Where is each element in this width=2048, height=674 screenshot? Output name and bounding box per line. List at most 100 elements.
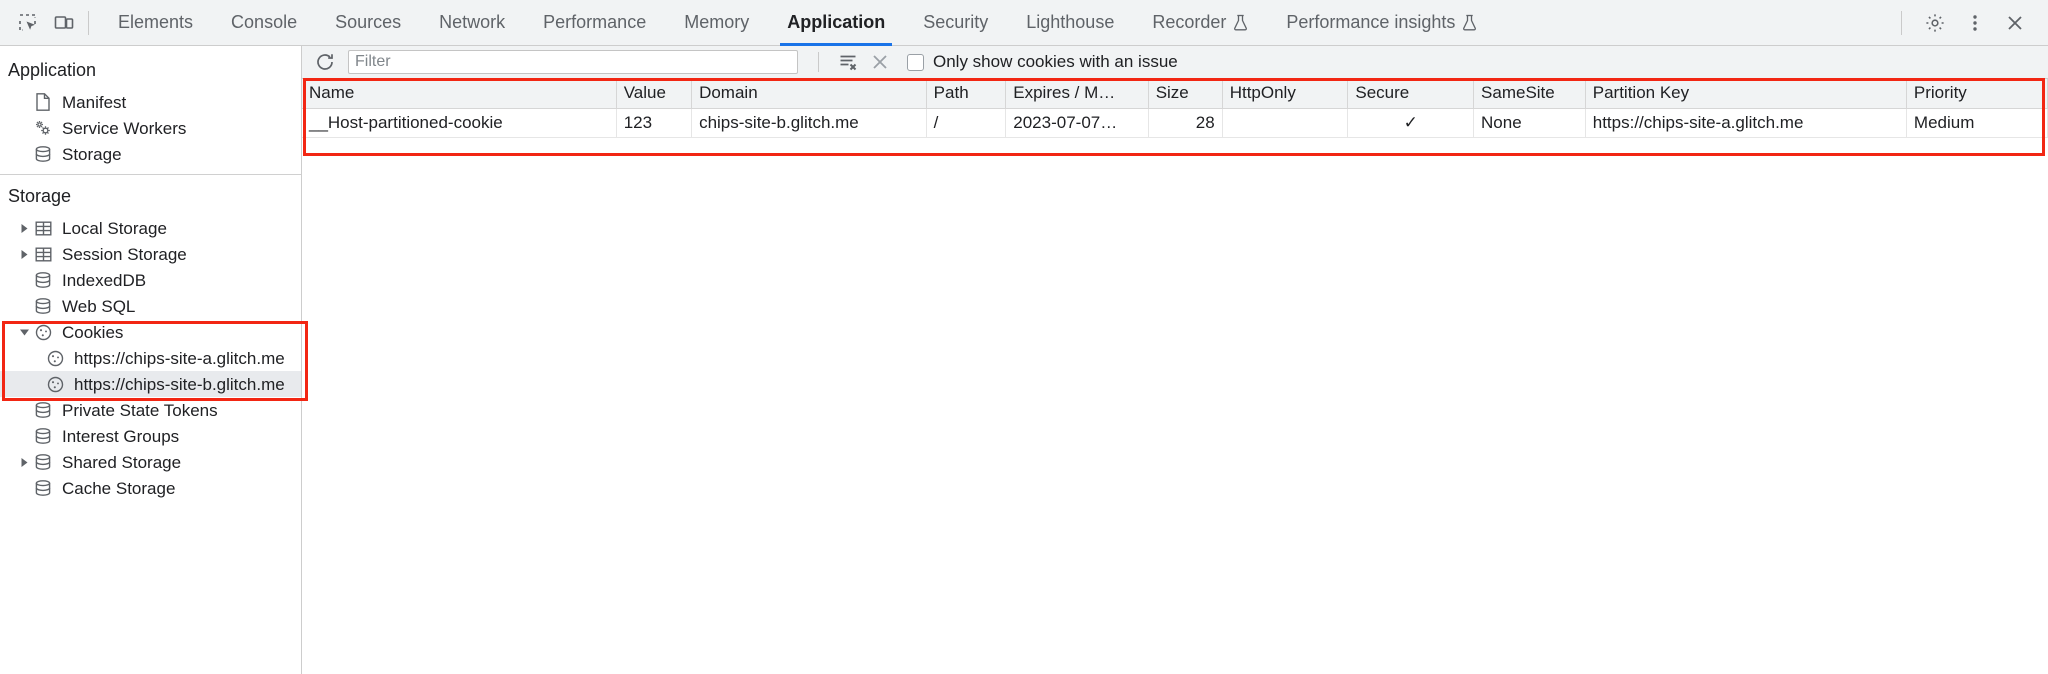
- sidebar-item-cookies-site-b[interactable]: https://chips-site-b.glitch.me: [0, 371, 301, 397]
- filler-cell: [1906, 137, 2048, 138]
- filler-cell: [1473, 137, 1586, 138]
- tab-performance[interactable]: Performance: [524, 0, 665, 46]
- table-empty-rows: [302, 137, 2048, 138]
- chevron-right-icon[interactable]: [16, 246, 32, 262]
- toolbar-right-actions: [1889, 6, 2040, 40]
- cell-name[interactable]: __Host-partitioned-cookie: [302, 108, 617, 138]
- tab-label: Console: [231, 12, 298, 32]
- sidebar-item-private-state-tokens[interactable]: Private State Tokens: [0, 397, 301, 423]
- column-header-priority[interactable]: Priority: [1906, 79, 2048, 109]
- chevron-right-icon[interactable]: [16, 454, 32, 470]
- column-header-expires[interactable]: Expires / M…: [1005, 79, 1149, 109]
- cookies-filter-toolbar: Filter Only show cookies with an: [302, 46, 2048, 79]
- sidebar-item-label: Private State Tokens: [62, 400, 218, 420]
- experiment-flask-icon: [1233, 14, 1248, 31]
- sidebar-item-indexeddb[interactable]: IndexedDB: [0, 267, 301, 293]
- sidebar-item-storage[interactable]: Storage: [0, 141, 301, 167]
- tab-performance-insights[interactable]: Performance insights: [1267, 0, 1496, 46]
- column-header-name[interactable]: Name: [302, 79, 617, 109]
- cookies-table-container[interactable]: Name Value Domain Path Expires / M… Size…: [302, 79, 2048, 674]
- sidebar-item-label: Local Storage: [62, 218, 167, 238]
- filler-cell: [1222, 137, 1349, 138]
- database-icon: [32, 400, 54, 420]
- sidebar-item-label: Cookies: [62, 322, 124, 342]
- database-icon: [32, 270, 54, 290]
- tab-network[interactable]: Network: [420, 0, 524, 46]
- tab-memory[interactable]: Memory: [665, 0, 768, 46]
- tab-label: Security: [923, 12, 989, 32]
- filter-input[interactable]: Filter: [348, 50, 798, 74]
- sidebar-item-shared-storage[interactable]: Shared Storage: [0, 449, 301, 475]
- sidebar-item-cookies-site-a[interactable]: https://chips-site-a.glitch.me: [0, 345, 301, 371]
- tab-label: Lighthouse: [1026, 12, 1115, 32]
- cell-value[interactable]: 123: [616, 108, 693, 138]
- cell-size[interactable]: 28: [1148, 108, 1223, 138]
- database-icon: [32, 144, 54, 164]
- sidebar-item-label: https://chips-site-b.glitch.me: [74, 374, 285, 394]
- cell-httponly[interactable]: [1222, 108, 1349, 138]
- sidebar-item-manifest[interactable]: Manifest: [0, 89, 301, 115]
- cell-partition-key[interactable]: https://chips-site-a.glitch.me: [1585, 108, 1907, 138]
- checkbox-box[interactable]: [907, 53, 924, 71]
- device-toolbar-icon[interactable]: [46, 6, 82, 40]
- column-header-partition-key[interactable]: Partition Key: [1585, 79, 1907, 109]
- filler-cell: [616, 137, 693, 138]
- cell-domain[interactable]: chips-site-b.glitch.me: [691, 108, 927, 138]
- only-issues-checkbox[interactable]: Only show cookies with an issue: [907, 52, 1178, 72]
- sidebar-item-session-storage[interactable]: Session Storage: [0, 241, 301, 267]
- sidebar-item-interest-groups[interactable]: Interest Groups: [0, 423, 301, 449]
- cell-secure[interactable]: ✓: [1347, 108, 1475, 138]
- gear-icon[interactable]: [1916, 6, 1954, 40]
- application-sidebar: Application Manifest: [0, 46, 302, 674]
- sidebar-item-cache-storage[interactable]: Cache Storage: [0, 475, 301, 501]
- tab-recorder[interactable]: Recorder: [1133, 0, 1267, 46]
- table-row[interactable]: __Host-partitioned-cookie 123 chips-site…: [302, 108, 2048, 138]
- cell-expires[interactable]: 2023-07-07…: [1005, 108, 1149, 138]
- filler-cell: [1347, 137, 1475, 138]
- clear-filter-icon[interactable]: [835, 49, 861, 75]
- sidebar-item-label: IndexedDB: [62, 270, 147, 290]
- column-header-value[interactable]: Value: [616, 79, 693, 109]
- sidebar-item-label: Session Storage: [62, 244, 187, 264]
- chevron-right-icon[interactable]: [16, 220, 32, 236]
- sidebar-section-application-title: Application: [8, 60, 97, 80]
- cookie-icon: [44, 348, 66, 368]
- tab-elements[interactable]: Elements: [99, 0, 212, 46]
- cell-samesite[interactable]: None: [1473, 108, 1586, 138]
- cell-priority[interactable]: Medium: [1906, 108, 2048, 138]
- tab-lighthouse[interactable]: Lighthouse: [1007, 0, 1133, 46]
- tab-sources[interactable]: Sources: [316, 0, 420, 46]
- sidebar-item-cookies[interactable]: Cookies: [0, 319, 301, 345]
- tab-console[interactable]: Console: [212, 0, 316, 46]
- tab-label: Recorder: [1152, 12, 1227, 32]
- column-header-path[interactable]: Path: [926, 79, 1007, 109]
- sidebar-item-web-sql[interactable]: Web SQL: [0, 293, 301, 319]
- sidebar-item-label: Manifest: [62, 92, 127, 112]
- column-header-httponly[interactable]: HttpOnly: [1222, 79, 1349, 109]
- tab-application[interactable]: Application: [768, 0, 904, 46]
- column-header-samesite[interactable]: SameSite: [1473, 79, 1586, 109]
- tab-label: Sources: [335, 12, 402, 32]
- close-icon[interactable]: [1996, 6, 2034, 40]
- sidebar-item-local-storage[interactable]: Local Storage: [0, 215, 301, 241]
- column-header-domain[interactable]: Domain: [691, 79, 927, 109]
- sidebar-divider: [0, 174, 301, 175]
- column-header-size[interactable]: Size: [1148, 79, 1223, 109]
- column-header-secure[interactable]: Secure: [1347, 79, 1475, 109]
- more-vertical-icon[interactable]: [1956, 6, 1994, 40]
- sidebar-item-service-workers[interactable]: Service Workers: [0, 115, 301, 141]
- document-icon: [32, 92, 54, 112]
- toolbar-divider: [88, 10, 89, 35]
- filter-placeholder: Filter: [355, 53, 391, 70]
- tab-label: Elements: [118, 12, 194, 32]
- cell-path[interactable]: /: [926, 108, 1007, 138]
- inspect-element-icon[interactable]: [10, 6, 46, 40]
- refresh-icon[interactable]: [312, 49, 338, 75]
- clear-all-icon[interactable]: [867, 49, 893, 75]
- devtools-body: Application Manifest: [0, 46, 2048, 674]
- gears-icon: [32, 118, 54, 138]
- tab-label: Performance insights: [1286, 12, 1456, 32]
- tab-security[interactable]: Security: [904, 0, 1007, 46]
- sidebar-item-label: Shared Storage: [62, 452, 182, 472]
- chevron-down-icon[interactable]: [16, 324, 32, 340]
